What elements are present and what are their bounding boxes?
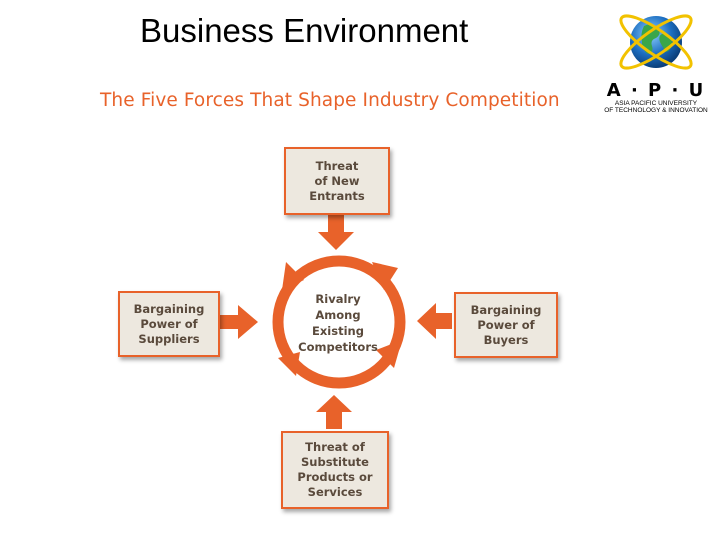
rivalry-center-label: Rivalry Among Existing Competitors [283,283,393,363]
box-line: Entrants [309,188,365,203]
arrow-substitutes [316,395,352,429]
slide-title: Business Environment [140,12,469,49]
center-line: Existing [312,324,364,338]
box-line: Bargaining [470,302,542,317]
new-entrants-box: Threat of New Entrants [284,147,390,215]
box-line: Suppliers [138,331,200,346]
logo-line1: ASIA PACIFIC UNIVERSITY [614,100,698,107]
logo-letters: A · P · U [606,80,706,101]
box-line: Power of [477,317,535,332]
arrow-suppliers [218,305,258,339]
box-line: Threat of [305,440,365,454]
box-line: Power of [140,316,198,331]
buyers-box: Bargaining Power of Buyers [454,292,558,358]
arrow-buyers [417,303,452,339]
box-line: of New [314,173,360,188]
substitutes-box: Threat of Substitute Products or Service… [281,431,389,509]
center-line: Competitors [298,340,378,354]
box-line: Substitute [301,455,369,469]
arrow-new-entrants [318,212,354,250]
suppliers-box: Bargaining Power of Suppliers [118,291,220,357]
center-line: Rivalry [315,292,361,306]
logo-text: A · P · U ASIA PACIFIC UNIVERSITY OF TEC… [598,80,714,115]
box-line: Services [307,485,363,499]
box-line: Buyers [483,332,529,347]
rivalry-cycle-icon [272,255,406,389]
box-line: Threat [315,158,359,173]
box-line: Products or [297,470,373,484]
globe-icon [619,14,693,70]
center-line: Among [315,308,361,322]
logo-line2: OF TECHNOLOGY & INNOVATION [604,107,708,114]
diagram-subtitle: The Five Forces That Shape Industry Comp… [100,90,560,111]
box-line: Bargaining [133,301,205,316]
